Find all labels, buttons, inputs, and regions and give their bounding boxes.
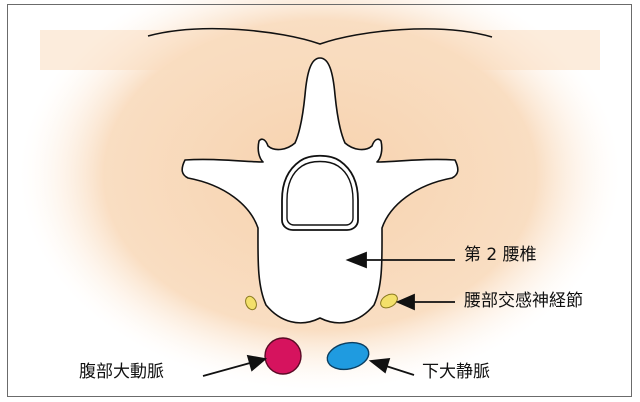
inferior-vena-cava-label: 下大静脈: [422, 362, 490, 382]
lumbar-sympathetic-ganglion-label: 腰部交感神経節: [464, 291, 583, 311]
spinal-canal-inner: [287, 162, 353, 226]
second-lumbar-vertebra-label: 第 2 腰椎: [464, 245, 537, 265]
abdominal-aorta-vessel: [265, 338, 301, 374]
abdominal-aorta-label: 腹部大動脈: [79, 362, 164, 382]
